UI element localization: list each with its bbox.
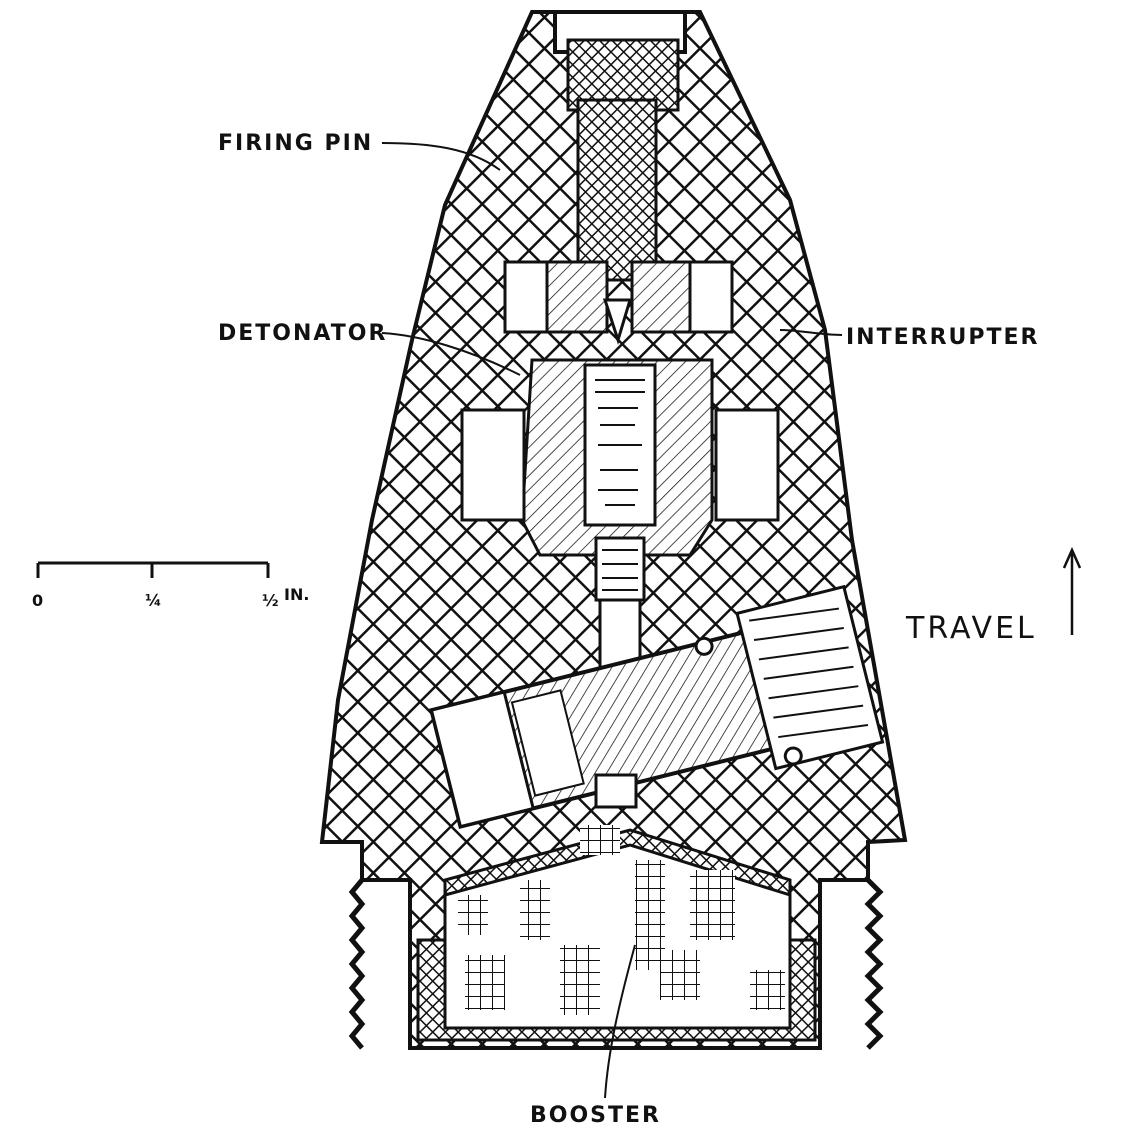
label-travel: TRAVEL (905, 611, 1037, 646)
detonator-marks (595, 379, 645, 506)
scale-tick-quarter: ¼ (145, 591, 162, 610)
threads-right (864, 878, 884, 1050)
booster-marks (458, 825, 785, 1015)
pin-block-left (545, 260, 609, 334)
threads-left (348, 878, 366, 1050)
interrupter-insert (510, 689, 585, 797)
firing-pin-point (602, 298, 633, 346)
lead-marks (602, 549, 638, 591)
label-booster: BOOSTER (530, 1103, 661, 1128)
pin-cavity-right (688, 260, 734, 334)
scale-bar: 0 ¼ ½ IN. (32, 561, 309, 610)
leader-detonator (381, 332, 521, 376)
pin-block-right (630, 260, 692, 334)
scale-tick-0: 0 (32, 591, 43, 610)
interrupter-spring-housing (735, 584, 885, 771)
pivot-bottom (783, 746, 803, 766)
recess-left (460, 408, 526, 522)
leader-booster (604, 944, 636, 1099)
scale-unit: IN. (284, 585, 309, 604)
recess-right (714, 408, 780, 522)
firing-pin-shaft (576, 98, 658, 282)
label-interrupter: INTERRUPTER (846, 325, 1039, 350)
pivot-top (694, 636, 714, 656)
interrupter-assembly (429, 584, 885, 830)
travel-arrow (1062, 546, 1082, 635)
scale-tick-half: ½ (262, 591, 279, 610)
booster-lead-in (594, 773, 638, 809)
label-detonator: DETONATOR (218, 321, 387, 346)
leader-interrupter (779, 329, 843, 336)
interrupter-spring (749, 607, 869, 739)
leader-firing-pin (381, 142, 501, 171)
pin-cavity-left (503, 260, 549, 334)
label-firing-pin: FIRING PIN (218, 131, 373, 156)
interrupter-end-left (429, 690, 536, 829)
